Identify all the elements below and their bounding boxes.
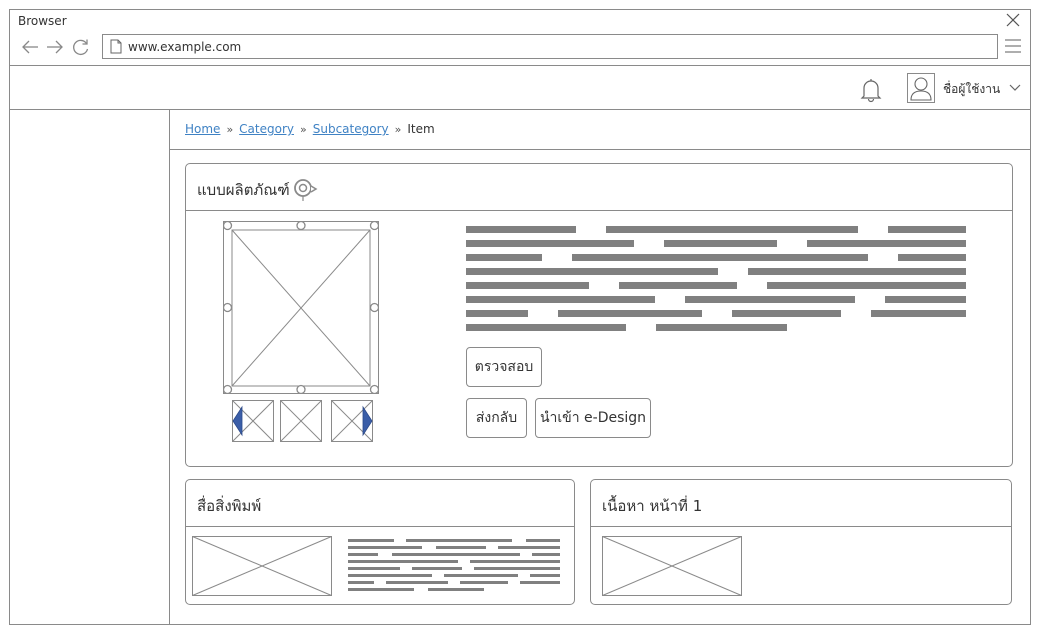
rotate-icon[interactable] (291, 177, 319, 201)
breadcrumb-subcategory[interactable]: Subcategory (312, 122, 389, 136)
breadcrumb-separator: » (226, 122, 234, 136)
back-arrow-icon[interactable] (21, 38, 39, 56)
username[interactable]: ชื่อผู้ใช้งาน (943, 82, 1001, 96)
panel-header: สื่อสิ่งพิมพ์ (186, 480, 574, 527)
image-placeholder (602, 536, 742, 596)
breadcrumb-home[interactable]: Home (185, 122, 221, 136)
close-icon[interactable] (1006, 13, 1020, 27)
app-topbar: ชื่อผู้ใช้งาน (10, 65, 1030, 110)
user-icon (910, 77, 932, 101)
breadcrumb-category[interactable]: Category (239, 122, 294, 136)
return-button[interactable]: ส่งกลับ (466, 398, 527, 438)
panel-title: สื่อสิ่งพิมพ์ (197, 497, 262, 515)
window-title: Browser (18, 14, 67, 28)
check-button[interactable]: ตรวจสอบ (466, 347, 542, 387)
avatar[interactable] (907, 73, 935, 103)
sidebar (10, 110, 170, 624)
browser-window: Browser www.example.com (9, 9, 1031, 625)
panel-title: เนื้อหา หน้าที่ 1 (602, 497, 703, 515)
breadcrumb-separator: » (394, 122, 402, 136)
content-page-panel: เนื้อหา หน้าที่ 1 (590, 479, 1012, 605)
panel-header: แบบผลิตภัณฑ์ (186, 164, 1012, 211)
media-text-placeholder (348, 539, 560, 591)
prev-arrow-icon (232, 405, 243, 437)
product-image-selection[interactable] (223, 221, 379, 394)
panel-title: แบบผลิตภัณฑ์ (197, 181, 290, 199)
breadcrumb-bar: Home » Category » Subcategory » Item (170, 110, 1030, 150)
bell-icon[interactable] (859, 77, 883, 103)
thumbnail-1[interactable] (232, 400, 274, 442)
page-icon (110, 39, 122, 54)
breadcrumb-separator: » (300, 122, 307, 136)
thumbnail-3[interactable] (331, 400, 373, 442)
import-e-design-button[interactable]: นำเข้า e-Design (535, 398, 651, 438)
panel-header: เนื้อหา หน้าที่ 1 (591, 480, 1011, 527)
print-media-panel: สื่อสิ่งพิมพ์ (185, 479, 575, 605)
address-bar[interactable]: www.example.com (102, 34, 998, 59)
refresh-icon[interactable] (72, 38, 90, 56)
forward-arrow-icon[interactable] (46, 38, 64, 56)
breadcrumb-current: Item (407, 122, 435, 136)
image-placeholder (192, 536, 332, 596)
thumbnail-2[interactable] (280, 400, 322, 442)
breadcrumb: Home » Category » Subcategory » Item (185, 122, 435, 136)
description-text-placeholder (466, 226, 966, 331)
url-text: www.example.com (128, 40, 242, 54)
chevron-down-icon[interactable] (1008, 82, 1022, 94)
next-arrow-icon (362, 405, 373, 437)
menu-icon[interactable] (1005, 38, 1021, 54)
